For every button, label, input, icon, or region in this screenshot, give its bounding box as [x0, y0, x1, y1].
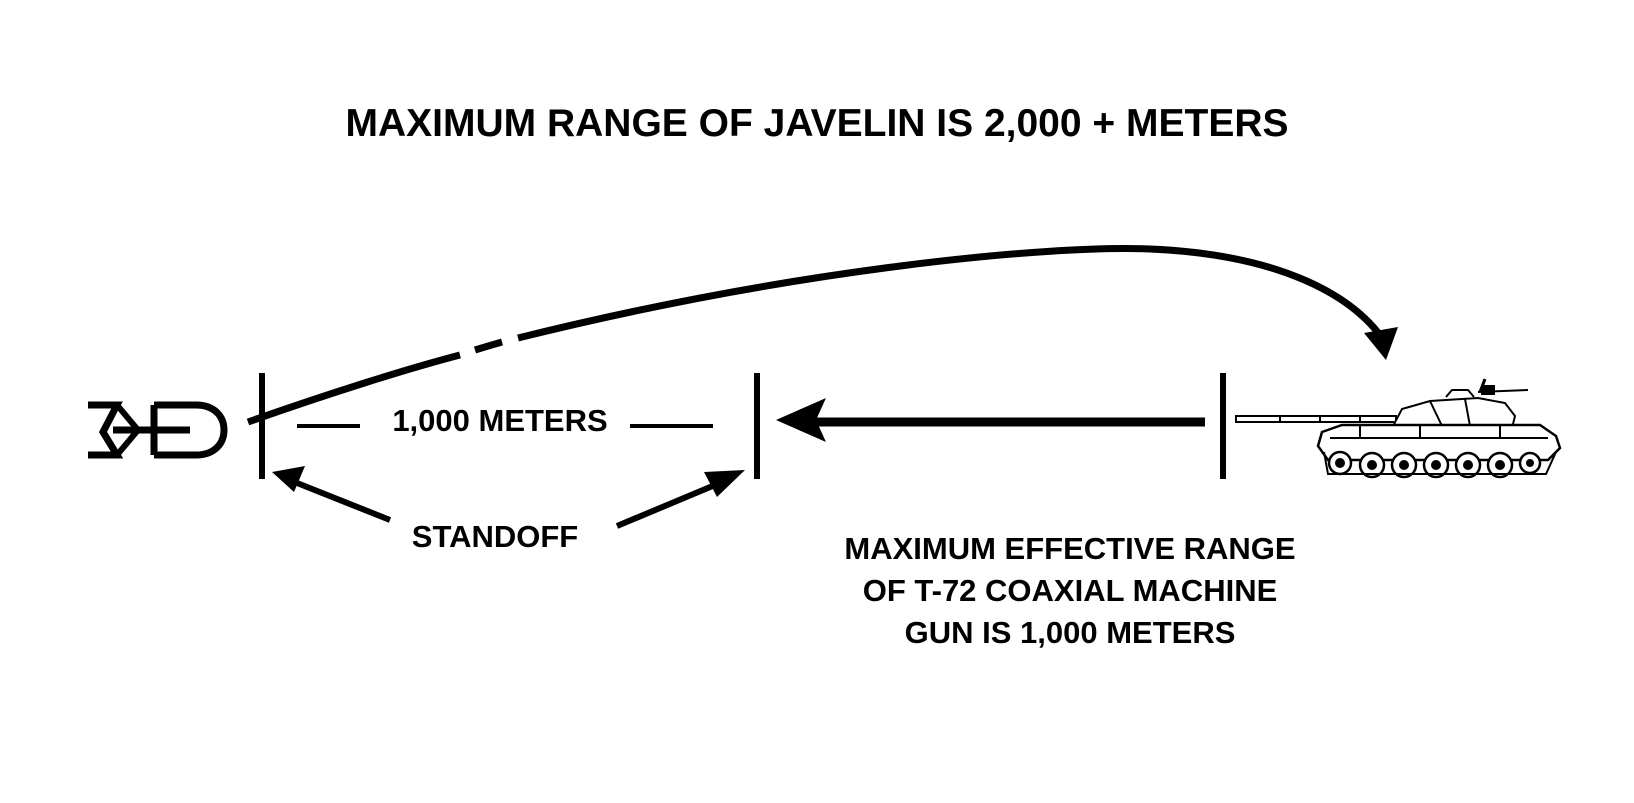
standoff-arrow-right-shaft: [615, 482, 717, 529]
distance-label: 1,000 METERS: [392, 403, 608, 438]
standoff-arrow-left-head: [272, 466, 305, 492]
coax-range-arrowhead: [776, 398, 826, 442]
coax-note-line-3: GUN IS 1,000 METERS: [904, 615, 1236, 650]
javelin-gunner-symbol-icon: [88, 401, 228, 459]
javelin-trajectory-arc: [246, 245, 1388, 426]
coax-range-note: MAXIMUM EFFECTIVE RANGE OF T-72 COAXIAL …: [780, 528, 1360, 654]
standoff-arrow-left-shaft: [290, 478, 392, 523]
coax-note-line-2: OF T-72 COAXIAL MACHINE: [862, 573, 1278, 608]
standoff-label: STANDOFF: [411, 519, 579, 554]
diagram-title: MAXIMUM RANGE OF JAVELIN IS 2,000 + METE…: [345, 102, 1289, 145]
trajectory-arrowhead: [1364, 327, 1398, 360]
standoff-arrow-right-head: [704, 470, 745, 497]
t72-tank-icon: [1235, 378, 1562, 479]
coax-note-line-1: MAXIMUM EFFECTIVE RANGE: [844, 531, 1296, 566]
